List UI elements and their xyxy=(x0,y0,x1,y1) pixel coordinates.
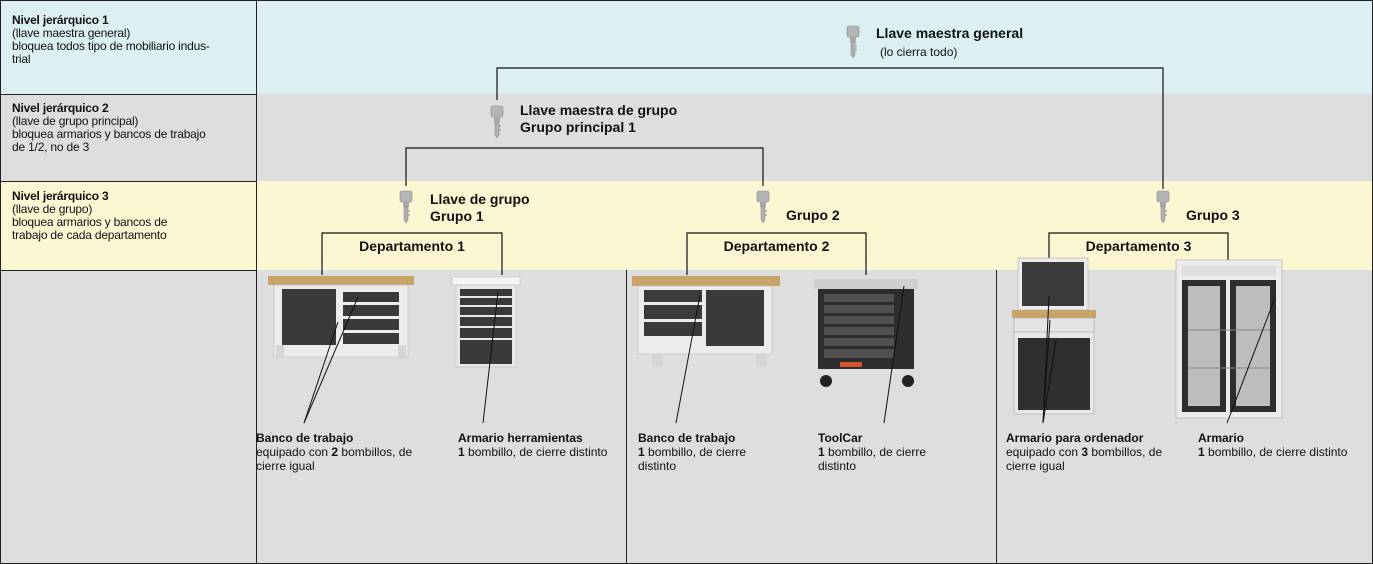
computer-cabinet-image xyxy=(1012,257,1096,415)
level-2-line: bloquea armarios y bancos de trabajo xyxy=(12,127,206,141)
level-1-band xyxy=(0,0,1373,94)
furniture-desc: 1 bombillo, de cierre distinto xyxy=(638,445,747,473)
furniture-label-tool-cabinet: Armario herramientas 1 bombillo, de cier… xyxy=(458,431,618,459)
group-3-key-title: Grupo 3 xyxy=(1186,207,1240,223)
level-3-description: Nivel jerárquico 3 (llave de grupo) bloq… xyxy=(0,186,256,242)
furniture-name: ToolCar xyxy=(818,431,863,445)
master-key-title: Llave maestra general xyxy=(876,25,1024,41)
furniture-label-workbench-1: Banco de trabajo equipado con 2 bombillo… xyxy=(256,431,428,473)
level-3-line: trabajo de cada departamento xyxy=(12,228,167,242)
furniture-desc: 1 bombillo, de cierre distinto xyxy=(458,445,608,459)
furniture-label-toolcar: ToolCar 1 bombillo, de cierre distinto xyxy=(818,431,958,473)
level-1-line: trial xyxy=(12,52,31,66)
furniture-label-computer-cabinet: Armario para ordenador equipado con 3 bo… xyxy=(1006,431,1184,473)
group-master-key-title: Llave maestra de grupo xyxy=(520,102,678,118)
furniture-label-cabinet: Armario 1 bombillo, de cierre distinto xyxy=(1198,431,1348,459)
group-1-key-subtitle: Grupo 1 xyxy=(430,208,484,224)
tool-cabinet-image xyxy=(451,276,521,368)
group-3-key-icon xyxy=(1156,190,1170,224)
furniture-name: Armario xyxy=(1198,431,1245,445)
furniture-name: Banco de trabajo xyxy=(256,431,354,445)
level-3-line: bloquea armarios y bancos de xyxy=(12,215,168,229)
level-3-title: Nivel jerárquico 3 xyxy=(12,189,109,203)
group-2-key-icon xyxy=(756,190,770,224)
furniture-desc: equipado con 3 bombillos, de cierre igua… xyxy=(1006,445,1163,473)
master-key-subtitle: (lo cierra todo) xyxy=(880,45,958,59)
level-2-line: (llave de grupo principal) xyxy=(12,114,139,128)
lock-pointer-lines xyxy=(303,285,1276,424)
level-2-title: Nivel jerárquico 2 xyxy=(12,101,109,115)
level-1-description: Nivel jerárquico 1 (llave maestra genera… xyxy=(0,10,256,66)
master-key-icon xyxy=(846,25,860,59)
group-2-key-title: Grupo 2 xyxy=(786,207,840,223)
cabinet-image xyxy=(1175,259,1283,419)
level-1-line: bloquea todos tipo de mobiliario indus- xyxy=(12,39,210,53)
level-2-band xyxy=(0,94,1373,181)
furniture-desc: equipado con 2 bombillos, de cierre igua… xyxy=(256,445,413,473)
level-2-description: Nivel jerárquico 2 (llave de grupo princ… xyxy=(0,98,256,154)
furniture-name: Banco de trabajo xyxy=(638,431,736,445)
level-2-line: de 1/2, no de 3 xyxy=(12,140,90,154)
furniture-name: Armario herramientas xyxy=(458,431,583,445)
department-3-label: Departamento 3 xyxy=(1085,238,1192,254)
hierarchy-connectors xyxy=(321,67,1229,275)
group-master-key-subtitle: Grupo principal 1 xyxy=(520,119,636,135)
level-1-title: Nivel jerárquico 1 xyxy=(12,13,109,27)
furniture-label-workbench-2: Banco de trabajo 1 bombillo, de cierre d… xyxy=(638,431,778,473)
department-1-label: Departamento 1 xyxy=(359,238,465,254)
group-1-key-icon xyxy=(399,190,413,224)
workbench-1-image xyxy=(268,276,414,358)
furniture-desc: 1 bombillo, de cierre distinto xyxy=(1198,445,1348,459)
furniture-name: Armario para ordenador xyxy=(1006,431,1144,445)
group-1-key-title: Llave de grupo xyxy=(430,191,530,207)
level-1-line: (llave maestra general) xyxy=(12,26,131,40)
department-2-label: Departamento 2 xyxy=(723,238,830,254)
level-3-line: (llave de grupo) xyxy=(12,202,93,216)
furniture-desc: 1 bombillo, de cierre distinto xyxy=(818,445,927,473)
group-master-key-icon xyxy=(490,105,504,139)
workbench-2-image xyxy=(632,276,780,366)
